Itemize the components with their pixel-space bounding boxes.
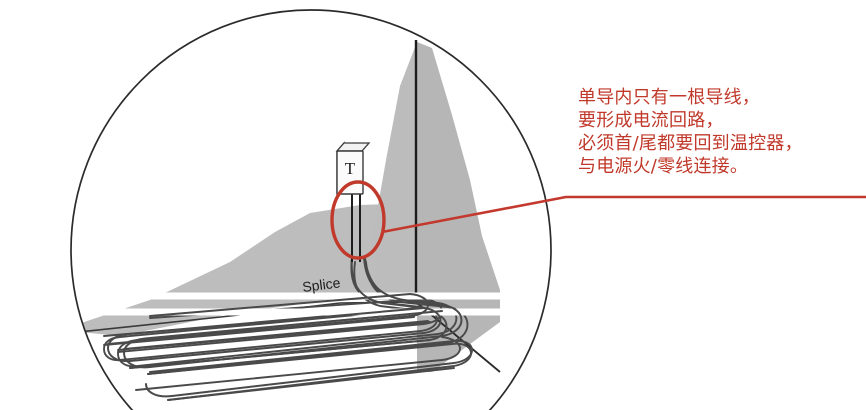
- heating-cable-final: [107, 257, 463, 369]
- splice-label: Splice: [301, 274, 341, 295]
- heating-cable-upper-runs: [107, 292, 429, 350]
- thermostat-label-T: T: [345, 159, 356, 178]
- highlight-ellipse: [330, 180, 386, 260]
- annotation-line-2: 要形成电流回路，: [578, 110, 724, 131]
- cable-mask-overlay: [71, 292, 544, 316]
- right-wall-gray-upper: [417, 42, 500, 300]
- heating-cable-lower-runs: [145, 339, 473, 398]
- leader-line: [381, 195, 866, 234]
- circle-frame-outline: [70, 9, 552, 410]
- annotation-line-4: 与电源火/零线连接。: [578, 156, 749, 177]
- left-wall-gray: [71, 203, 420, 336]
- thermostat-wire-pair: [351, 186, 361, 262]
- annotation-line-3: 必须首/尾都要回到温控器，: [578, 133, 803, 154]
- annotation-text-block: 单导内只有一根导线， 要形成电流回路， 必须首/尾都要回到温控器， 与电源火/零…: [578, 86, 860, 178]
- annotation-line-1: 单导内只有一根导线，: [578, 87, 760, 108]
